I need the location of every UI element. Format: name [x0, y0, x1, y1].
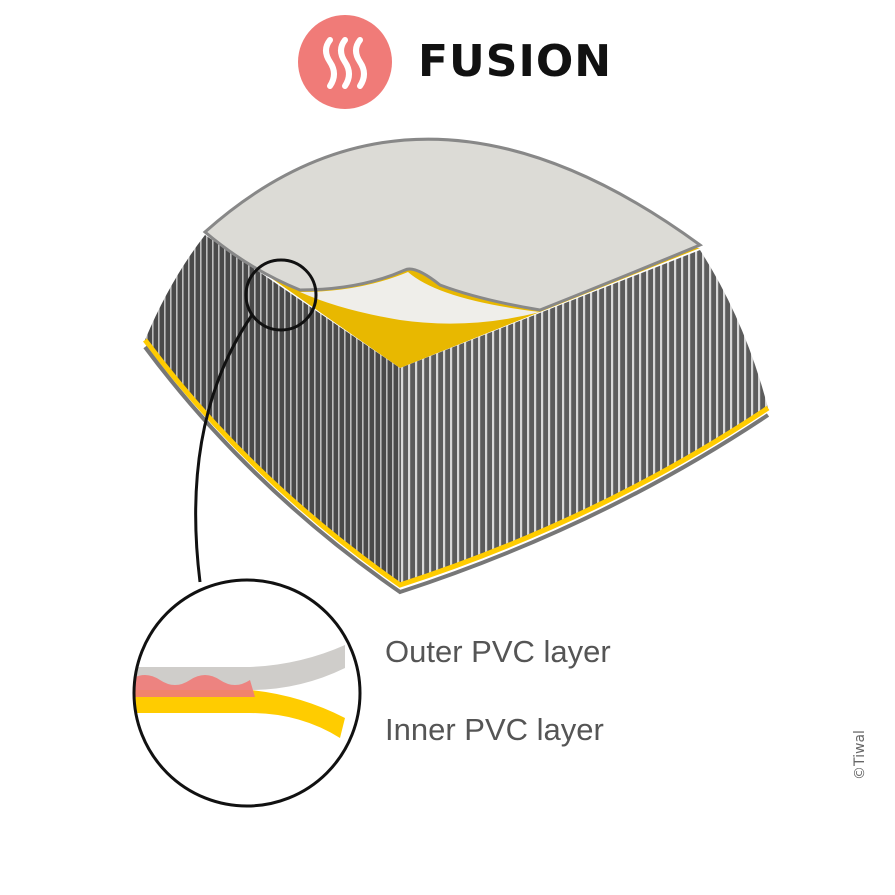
magnifier-detail: [132, 578, 362, 808]
core-threads-left: [145, 235, 400, 585]
logo-heat-icon: [298, 15, 392, 109]
brand-title: FUSION: [418, 36, 613, 87]
magnifier-small: [244, 258, 318, 332]
copyright-credit: ©Tiwal: [852, 730, 868, 780]
core-threads-right: [400, 250, 768, 585]
outer-pvc-label: Outer PVC layer: [385, 634, 611, 669]
inner-pvc-label: Inner PVC layer: [385, 712, 604, 747]
